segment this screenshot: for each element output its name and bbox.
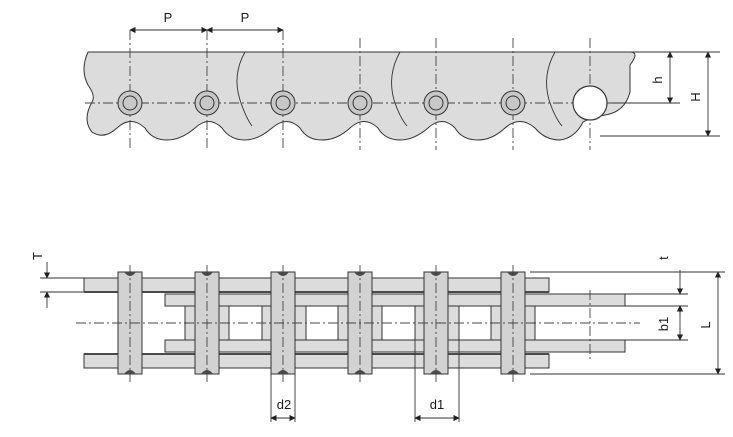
pin-hole-4-inner <box>352 95 368 111</box>
plate-joint-3 <box>546 51 563 127</box>
pin-hole-3-inner <box>275 95 291 111</box>
side-view: P P h H <box>83 10 720 150</box>
pin-hole-1-inner <box>122 95 138 111</box>
outer-plate-bottom-edge <box>84 353 549 355</box>
plate-joint-2 <box>391 51 408 127</box>
pin-hole-2-inner <box>199 95 215 111</box>
T-label: T <box>30 252 45 260</box>
t-label: t <box>656 256 671 260</box>
pin-hole-6-inner <box>505 95 521 111</box>
outer-plate-bottom <box>83 353 550 369</box>
inner-plate-bottom <box>164 339 626 353</box>
h-label: h <box>650 76 665 83</box>
d2-label: d2 <box>277 397 291 412</box>
top-view: T t b1 L d2 d1 <box>30 252 725 422</box>
plate-joint-1 <box>236 51 253 127</box>
L-label: L <box>698 321 713 328</box>
b1-label: b1 <box>656 317 671 331</box>
outer-plate-top <box>83 277 550 293</box>
d1-label: d1 <box>430 397 444 412</box>
pin-hole-5-inner <box>428 95 444 111</box>
open-hole <box>572 85 608 121</box>
inner-plate-top <box>164 293 626 307</box>
H-label: H <box>688 92 703 101</box>
pitch-label-1: P <box>164 10 173 25</box>
outer-plate-top-edge <box>84 291 549 293</box>
pitch-label-2: P <box>241 10 250 25</box>
